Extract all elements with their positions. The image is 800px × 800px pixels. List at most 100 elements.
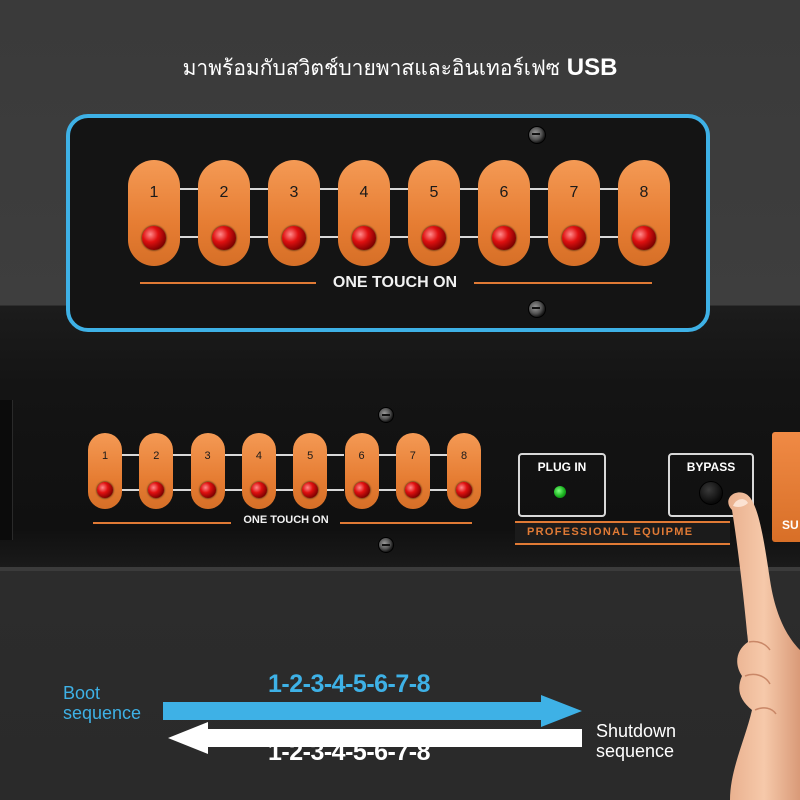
callout-channel-led <box>212 226 236 250</box>
boot-arrow <box>163 695 582 727</box>
rack-connector-line <box>122 489 140 491</box>
callout-screw-top <box>528 126 546 144</box>
rack-connector-line <box>224 454 242 456</box>
callout-connector-line <box>180 188 198 190</box>
headline: มาพร้อมกับสวิตช์บายพาสและอินเทอร์เฟซ USB <box>0 52 800 85</box>
boot-sequence-label: Boot sequence <box>63 683 141 723</box>
callout-channel-led <box>422 226 446 250</box>
rack-handle <box>0 400 13 540</box>
callout-channel-led <box>562 226 586 250</box>
rack-channel-number: 6 <box>358 450 365 462</box>
rack-channel-led <box>404 482 421 498</box>
rack-channel-number: 1 <box>101 450 109 462</box>
callout-channel-led <box>632 226 656 250</box>
callout-channel-number: 2 <box>219 184 229 201</box>
rack-channel-number: 8 <box>461 450 468 462</box>
rack-channel-5: 5 <box>293 433 328 509</box>
professional-equipment-text: PROFESSIONAL EQUIPME <box>527 526 694 538</box>
callout-channel-number: 8 <box>639 184 649 201</box>
bypass-panel: BYPASS <box>668 453 754 517</box>
rack-connector-line <box>275 454 294 456</box>
rack-connector-line <box>378 489 396 491</box>
callout-channel-led <box>492 226 516 250</box>
callout-channel-7: 7 <box>548 160 600 266</box>
rack-connector-line <box>173 454 191 456</box>
rack-orange-line-right <box>340 522 472 524</box>
rack-channel-led <box>353 482 370 498</box>
rack-channel-led <box>456 482 473 498</box>
shutdown-sequence-label: Shutdown sequence <box>596 721 676 761</box>
rack-connector-line <box>275 489 294 491</box>
callout-channel-led <box>282 226 306 250</box>
callout-screw-bottom <box>528 300 546 318</box>
rack-channel-led <box>199 482 216 498</box>
professional-equipment-strip: PROFESSIONAL EQUIPME <box>515 521 730 545</box>
callout-channel-2: 2 <box>198 160 250 266</box>
rack-connector-line <box>224 489 242 491</box>
rack-channel-number: 3 <box>204 450 211 462</box>
rack-bottom-edge <box>0 567 800 571</box>
callout-channel-8: 8 <box>618 160 670 266</box>
rack-channel-number: 7 <box>409 450 416 462</box>
callout-channel-led <box>142 226 166 250</box>
bypass-button[interactable] <box>699 481 723 505</box>
rack-screw-bottom <box>378 537 394 553</box>
callout-connector-line <box>530 236 548 238</box>
callout-connector-line <box>320 236 338 238</box>
callout-channel-5: 5 <box>408 160 460 266</box>
boot-label-line1: Boot <box>63 683 101 703</box>
rack-channel-led <box>97 482 113 498</box>
rack-channel-4: 4 <box>241 433 276 509</box>
shutdown-label-line1: Shutdown <box>596 721 677 741</box>
rack-channel-7: 7 <box>395 433 430 509</box>
rack-connector-line <box>429 454 448 456</box>
rack-connector-line <box>327 489 345 491</box>
rack-channel-led <box>250 482 267 498</box>
callout-orange-line-right <box>474 282 652 284</box>
rack-channel-led <box>148 482 165 498</box>
rack-channel-number: 4 <box>255 450 262 462</box>
shutdown-label-line2: sequence <box>596 741 675 761</box>
callout-connector-line <box>250 188 268 190</box>
rack-channel-1: 1 <box>88 433 122 509</box>
boot-label-line2: sequence <box>63 703 142 723</box>
plug-in-label: PLUG IN <box>537 460 587 474</box>
bypass-label: BYPASS <box>686 460 736 474</box>
boot-order-text: 1-2-3-4-5-6-7-8 <box>268 670 431 698</box>
headline-usb-text: USB <box>566 54 618 81</box>
callout-connector-line <box>600 236 618 238</box>
callout-one-touch-label: ONE TOUCH ON <box>332 274 458 291</box>
callout-channel-led <box>352 226 376 250</box>
plug-in-indicator: PLUG IN <box>518 453 606 517</box>
callout-connector-line <box>530 188 548 190</box>
callout-channel-3: 3 <box>268 160 320 266</box>
shutdown-arrow <box>168 722 582 754</box>
rack-connector-line <box>378 454 396 456</box>
rack-connector-line <box>327 454 345 456</box>
rack-channel-3: 3 <box>190 433 225 509</box>
callout-connector-line <box>390 188 408 190</box>
rack-channel-2: 2 <box>139 433 174 509</box>
callout-channel-4: 4 <box>338 160 390 266</box>
rack-connector-line <box>122 454 140 456</box>
callout-connector-line <box>180 236 198 238</box>
plug-in-led <box>554 486 566 498</box>
callout-connector-line <box>460 236 478 238</box>
rack-screw-top <box>378 407 394 423</box>
callout-orange-line-left <box>140 282 316 284</box>
rack-connector-line <box>429 489 448 491</box>
callout-channel-number: 5 <box>429 184 439 201</box>
headline-thai-text: มาพร้อมกับสวิตช์บายพาสและอินเทอร์เฟซ <box>182 56 561 80</box>
callout-channel-number: 3 <box>289 184 299 201</box>
rack-channel-6: 6 <box>344 433 379 509</box>
rack-connector-line <box>173 489 191 491</box>
rack-one-touch-label: ONE TOUCH ON <box>243 514 329 526</box>
callout-connector-line <box>320 188 338 190</box>
rack-orange-line-left <box>93 522 231 524</box>
callout-connector-line <box>250 236 268 238</box>
callout-channel-6: 6 <box>478 160 530 266</box>
callout-channel-number: 1 <box>149 184 159 201</box>
callout-connector-line <box>390 236 408 238</box>
